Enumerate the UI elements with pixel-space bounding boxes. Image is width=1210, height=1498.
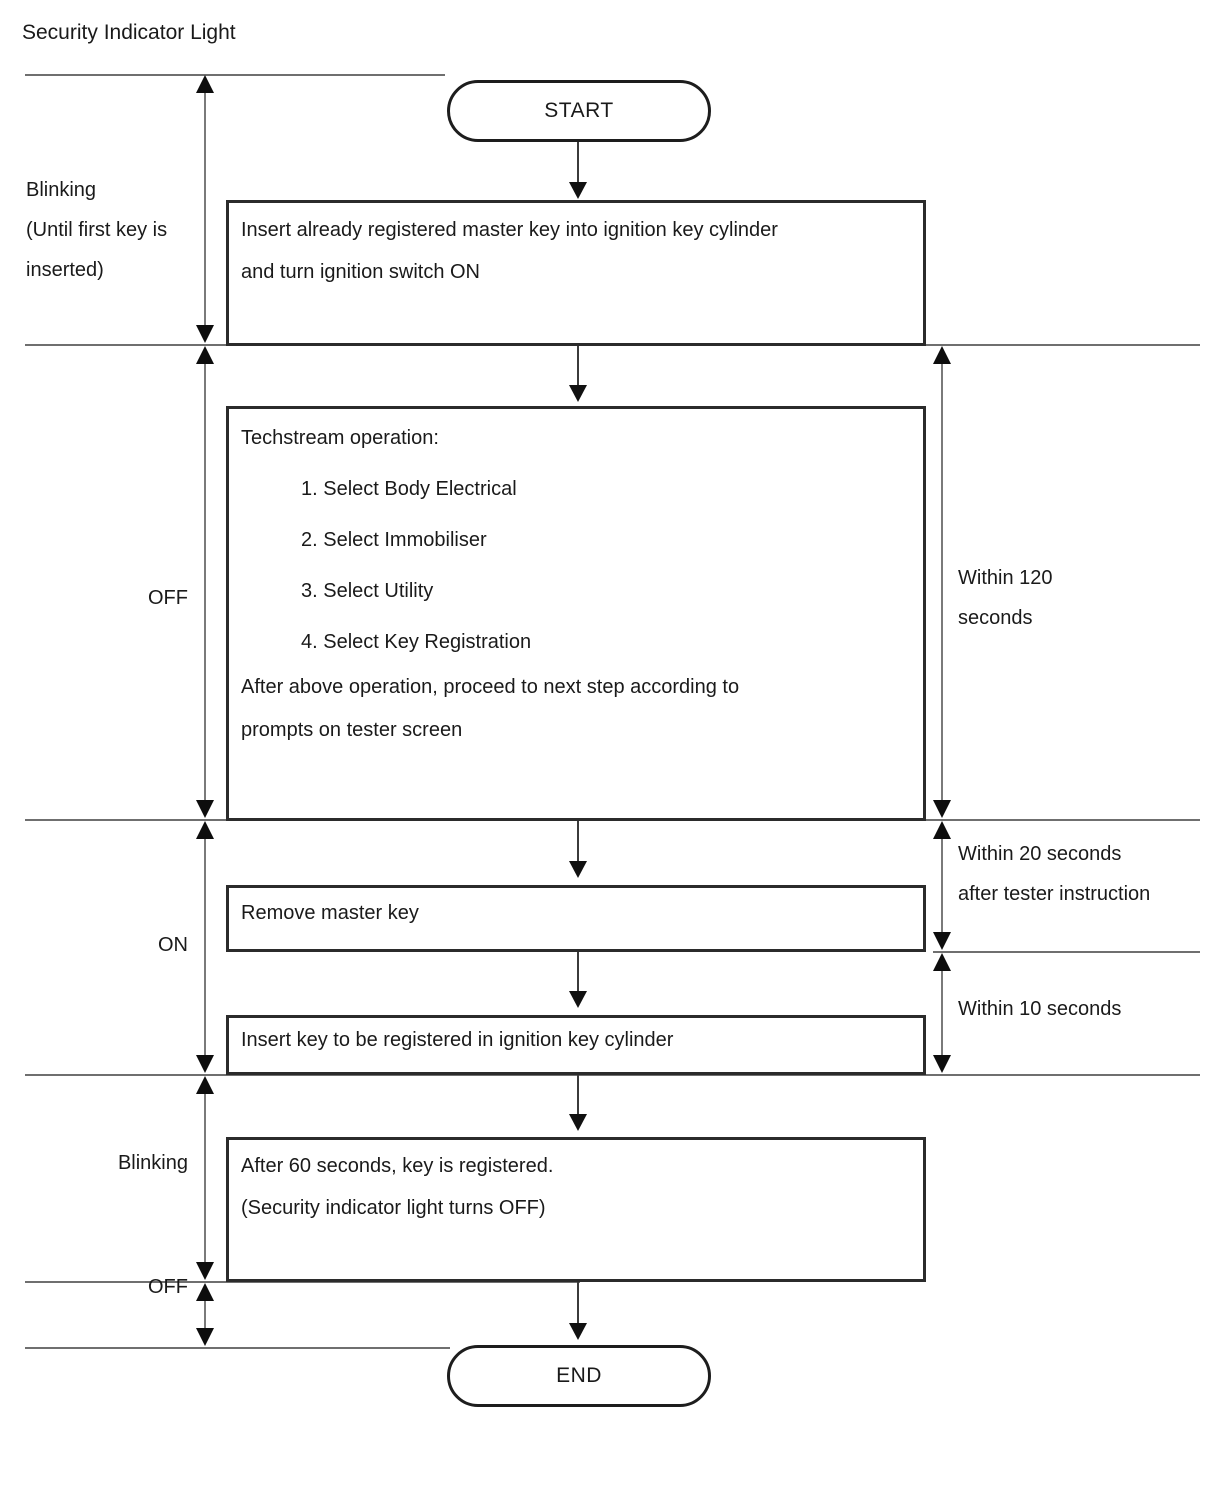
connector-start-to-step1 — [577, 142, 579, 185]
divider-rule-bottom — [25, 1347, 450, 1349]
arrowhead-down-icon — [569, 991, 587, 1008]
process-text-line: prompts on tester screen — [241, 719, 463, 741]
state-label-line: Blinking — [117, 1152, 188, 1174]
process-text-line: After 60 seconds, key is registered. — [241, 1155, 554, 1177]
process-box-techstream-operation[interactable]: Techstream operation: 1. Select Body Ele… — [226, 406, 926, 821]
arrowhead-down-icon — [196, 1262, 214, 1280]
terminator-start[interactable]: START — [447, 80, 711, 142]
process-list-item: 2. Select Immobiliser — [301, 529, 487, 551]
terminator-start-label: START — [544, 99, 614, 122]
timing-span-within-10 — [933, 953, 951, 1073]
state-span-off-2 — [196, 1283, 214, 1346]
arrowhead-up-icon — [933, 346, 951, 364]
arrowhead-up-icon — [196, 1283, 214, 1301]
arrowhead-down-icon — [933, 1055, 951, 1073]
arrowhead-up-icon — [196, 346, 214, 364]
divider-rule-within20 — [933, 951, 1200, 953]
page-title: Security Indicator Light — [22, 21, 236, 44]
process-box-remove-master-key[interactable]: Remove master key — [226, 885, 926, 952]
connector-step1-to-step2 — [577, 346, 579, 388]
state-label-blinking-2: Blinking — [40, 1143, 188, 1183]
arrowhead-down-icon — [569, 385, 587, 402]
timing-label-within-20: Within 20 seconds after tester instructi… — [958, 834, 1208, 914]
arrowhead-down-icon — [569, 861, 587, 878]
arrowhead-up-icon — [933, 953, 951, 971]
arrowhead-up-icon — [933, 821, 951, 839]
state-label-line: OFF — [148, 587, 188, 609]
arrowhead-up-icon — [196, 1076, 214, 1094]
timing-span-within-120 — [933, 346, 951, 818]
state-label-line: inserted) — [26, 259, 104, 281]
process-text-line: After above operation, proceed to next s… — [241, 676, 740, 698]
process-text-line: Insert already registered master key int… — [241, 219, 778, 241]
timing-label-line: Within 10 seconds — [958, 998, 1122, 1020]
timing-span-within-20 — [933, 821, 951, 950]
arrowhead-down-icon — [933, 800, 951, 818]
terminator-end[interactable]: END — [447, 1345, 711, 1407]
connector-step5-to-end — [577, 1282, 579, 1327]
arrowhead-down-icon — [933, 932, 951, 950]
process-box-insert-new-key[interactable]: Insert key to be registered in ignition … — [226, 1015, 926, 1075]
arrowhead-down-icon — [569, 182, 587, 199]
state-label-line: (Until first key is — [26, 219, 168, 241]
connector-step4-to-step5 — [577, 1075, 579, 1118]
process-text-line: Insert key to be registered in ignition … — [241, 1029, 674, 1051]
divider-rule-on-blinking — [25, 1074, 1200, 1076]
timing-label-line: after tester instruction — [958, 883, 1151, 905]
connector-step2-to-step3 — [577, 821, 579, 864]
state-span-off-1 — [196, 346, 214, 818]
arrowhead-up-icon — [196, 821, 214, 839]
process-list-item: 1. Select Body Electrical — [301, 478, 517, 500]
arrowhead-down-icon — [196, 1055, 214, 1073]
process-text-line: (Security indicator light turns OFF) — [241, 1197, 546, 1219]
arrowhead-down-icon — [569, 1114, 587, 1131]
process-text-line: Remove master key — [241, 902, 419, 924]
state-span-blinking-1 — [196, 75, 214, 343]
arrowhead-up-icon — [196, 75, 214, 93]
connector-step3-to-step4 — [577, 952, 579, 995]
arrowhead-down-icon — [196, 1328, 214, 1346]
state-label-line: Blinking — [26, 179, 97, 201]
process-list-item: 3. Select Utility — [301, 580, 434, 602]
arrowhead-down-icon — [196, 800, 214, 818]
process-box-insert-master-key[interactable]: Insert already registered master key int… — [226, 200, 926, 346]
terminator-end-label: END — [556, 1364, 602, 1387]
state-label-on: ON — [60, 925, 188, 965]
process-heading: Techstream operation: — [241, 427, 439, 449]
timing-label-line: Within 20 seconds — [958, 843, 1122, 865]
state-label-line: ON — [158, 934, 188, 956]
process-list-item: 4. Select Key Registration — [301, 631, 532, 653]
arrowhead-down-icon — [569, 1323, 587, 1340]
divider-rule-blinking-off2 — [25, 1281, 580, 1283]
arrowhead-down-icon — [196, 325, 214, 343]
timing-label-within-120: Within 120 seconds — [958, 558, 1208, 638]
timing-label-within-10: Within 10 seconds — [958, 989, 1208, 1029]
state-label-off-2: OFF — [60, 1267, 188, 1307]
timing-label-line: seconds — [958, 607, 1033, 629]
state-label-off-1: OFF — [60, 578, 188, 618]
state-span-blinking-2 — [196, 1076, 214, 1280]
state-label-line: OFF — [148, 1276, 188, 1298]
state-span-on — [196, 821, 214, 1073]
timing-label-line: Within 120 — [958, 567, 1053, 589]
process-text-line: and turn ignition switch ON — [241, 261, 481, 283]
state-label-blinking-1: Blinking (Until first key is inserted) — [26, 170, 196, 290]
divider-rule-top — [25, 74, 445, 76]
process-box-key-registered[interactable]: After 60 seconds, key is registered. (Se… — [226, 1137, 926, 1282]
